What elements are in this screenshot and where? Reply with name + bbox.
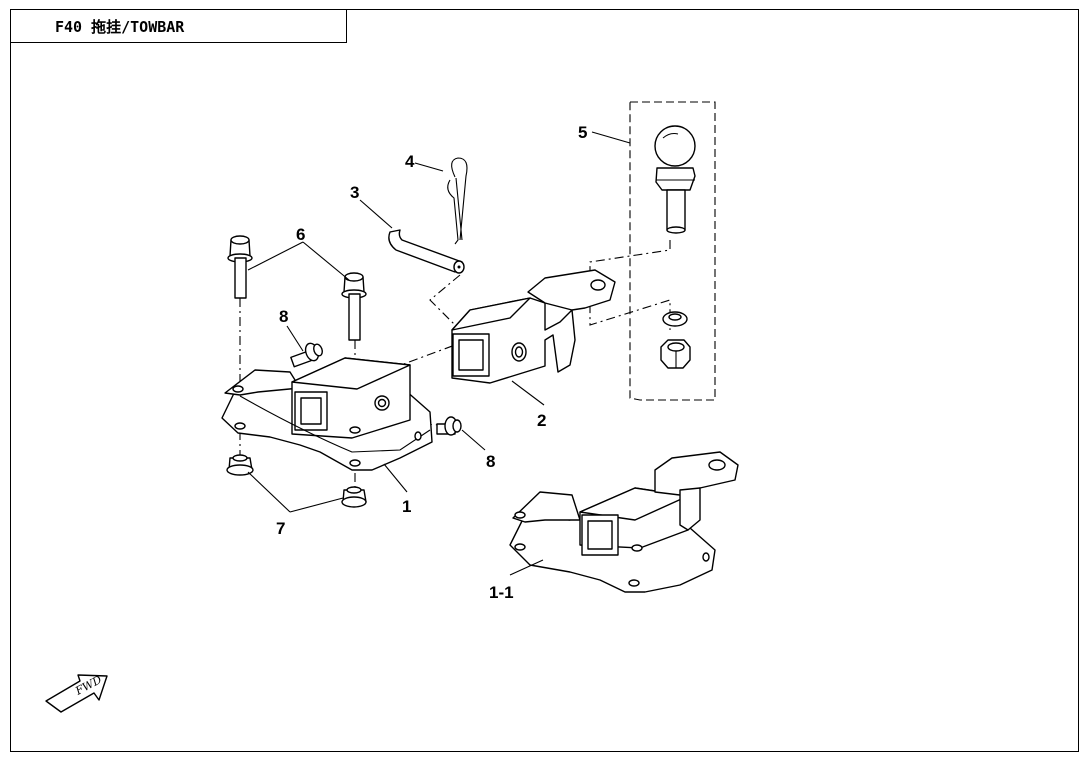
short-bolt-upper xyxy=(290,342,323,368)
callout-3: 3 xyxy=(350,183,359,202)
callout-4: 4 xyxy=(405,152,415,171)
forward-direction-arrow: FWD xyxy=(45,673,108,713)
page-title: F40 拖挂/TOWBAR xyxy=(55,17,185,36)
part-1-receiver-bracket xyxy=(221,357,433,471)
part-5-hitch-ball-kit xyxy=(629,101,716,401)
short-bolt-lower xyxy=(436,416,462,436)
title-block: F40 拖挂/TOWBAR xyxy=(10,9,347,43)
part-3-hitch-pin xyxy=(388,229,465,274)
hex-nut xyxy=(660,339,691,369)
lock-washer xyxy=(662,311,688,327)
callout-1-1: 1-1 xyxy=(489,583,514,602)
drawing-frame xyxy=(10,9,1079,752)
callout-leaders xyxy=(247,131,631,576)
callout-7: 7 xyxy=(276,519,285,538)
part-8-short-bolts xyxy=(290,342,462,436)
callout-5: 5 xyxy=(578,123,587,142)
part-4-hair-pin-clip xyxy=(447,157,468,245)
callout-2: 2 xyxy=(537,411,546,430)
part-6-flange-bolts xyxy=(227,235,367,341)
part-7-flange-nuts xyxy=(226,454,367,508)
callout-6: 6 xyxy=(296,225,305,244)
part-2-hitch-receiver xyxy=(451,269,616,384)
part-1-1-bracket-assembly xyxy=(509,451,739,593)
callout-1: 1 xyxy=(402,497,411,516)
callout-8-upper: 8 xyxy=(279,307,288,326)
callout-8-lower: 8 xyxy=(486,452,495,471)
